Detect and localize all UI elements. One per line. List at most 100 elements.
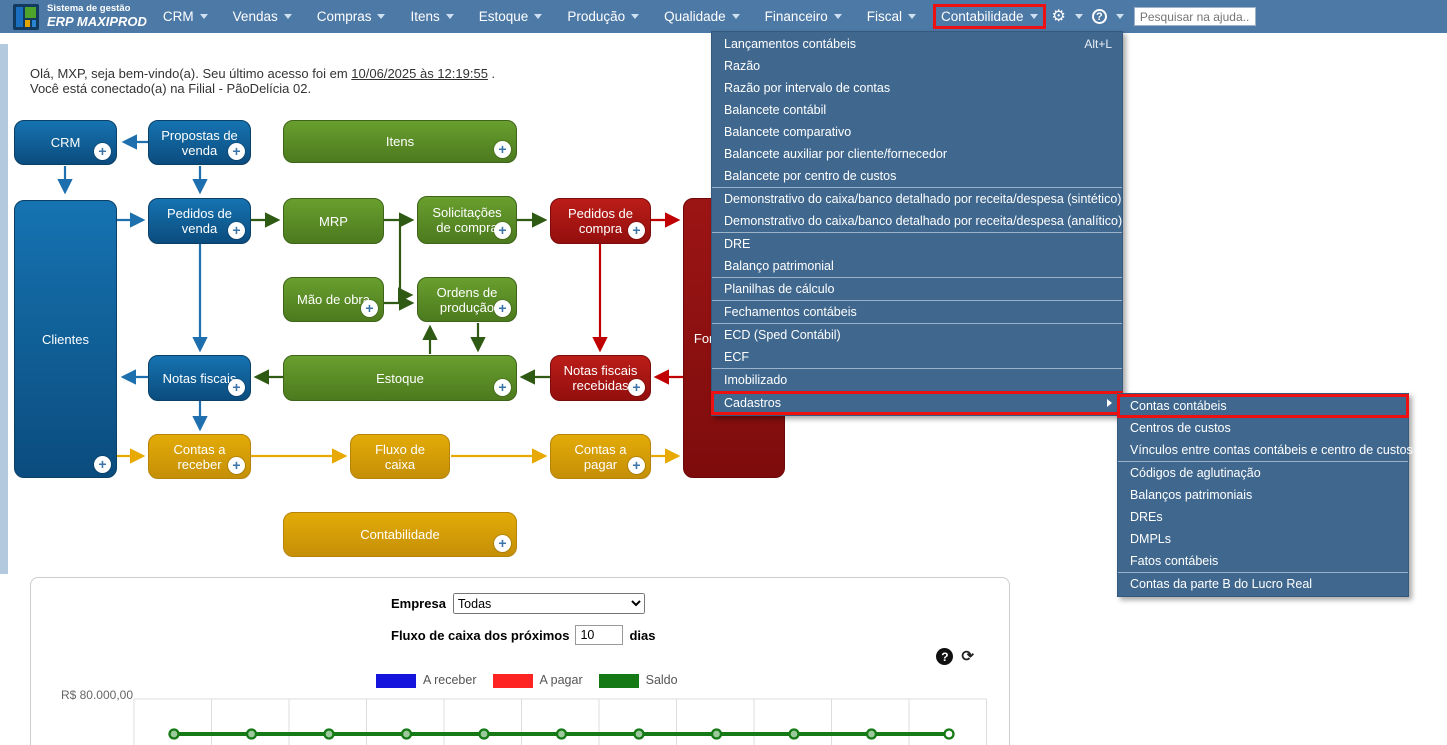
help-chevron-down-icon[interactable] bbox=[1115, 14, 1124, 19]
add-icon[interactable]: + bbox=[228, 457, 245, 474]
diagram-node-pedidos-venda[interactable]: Pedidos de venda+ bbox=[148, 198, 251, 244]
add-icon[interactable]: + bbox=[494, 222, 511, 239]
diagram-node-mrp[interactable]: MRP bbox=[283, 198, 384, 244]
add-icon[interactable]: + bbox=[228, 143, 245, 160]
diagram-node-crm[interactable]: CRM+ bbox=[14, 120, 117, 165]
diagram-node-clientes[interactable]: Clientes+ bbox=[14, 200, 117, 478]
last-access-link[interactable]: 10/06/2025 às 12:19:55 bbox=[351, 66, 488, 81]
menu-vendas[interactable]: Vendas bbox=[233, 9, 292, 24]
help-search-input[interactable] bbox=[1133, 7, 1256, 26]
diagram-node-notas-fiscais[interactable]: Notas fiscais+ bbox=[148, 355, 251, 401]
menu-producao[interactable]: Produção bbox=[567, 9, 640, 24]
menu-item-balancete-contabil[interactable]: Balancete contábil bbox=[724, 103, 827, 117]
add-icon[interactable]: + bbox=[228, 222, 245, 239]
diagram-node-contas-pagar[interactable]: Contas a pagar+ bbox=[550, 434, 651, 479]
menu-qualidade[interactable]: Qualidade bbox=[664, 9, 740, 24]
diagram-node-propostas-venda[interactable]: Propostas de venda+ bbox=[148, 120, 251, 165]
menu-item-imobilizado[interactable]: Imobilizado bbox=[724, 373, 788, 387]
menu-item-razao[interactable]: Razão bbox=[724, 59, 761, 73]
chevron-down-icon bbox=[833, 14, 842, 19]
menu-item-ecd-sped-contabil-[interactable]: ECD (Sped Contábil) bbox=[724, 328, 841, 342]
menu-separator bbox=[1118, 461, 1408, 462]
menu-item-vinculos-entre-contas-contabeis-e-centro[interactable]: Vínculos entre contas contábeis e centro… bbox=[1130, 443, 1413, 457]
menu-item-fatos-contabeis[interactable]: Fatos contábeis bbox=[1130, 554, 1219, 568]
left-decor-strip bbox=[0, 44, 8, 574]
y-axis-tick-label: R$ 80.000,00 bbox=[60, 688, 133, 702]
menu-contabilidade[interactable]: Contabilidade bbox=[932, 4, 1046, 29]
chevron-down-icon bbox=[907, 14, 916, 19]
menu-item-balancos-patrimoniais[interactable]: Balanços patrimoniais bbox=[1130, 488, 1253, 502]
add-icon[interactable]: + bbox=[628, 222, 645, 239]
diagram-node-notas-fiscais-recebidas[interactable]: Notas fiscais recebidas+ bbox=[550, 355, 651, 401]
chevron-down-icon bbox=[283, 14, 292, 19]
fluxo-dias-input[interactable] bbox=[575, 625, 624, 645]
diagram-node-pedidos-compra[interactable]: Pedidos de compra+ bbox=[550, 198, 651, 244]
diagram-node-solicitacoes-compra[interactable]: Solicitações de compra+ bbox=[417, 196, 517, 244]
menu-financeiro[interactable]: Financeiro bbox=[765, 9, 842, 24]
logo-title: ERP MAXIPROD bbox=[47, 13, 147, 29]
top-navigation-bar: Sistema de gestão ERP MAXIPROD CRM Vendas… bbox=[0, 0, 1447, 33]
add-icon[interactable]: + bbox=[361, 300, 378, 317]
empresa-label: Empresa bbox=[391, 596, 446, 611]
add-icon[interactable]: + bbox=[494, 141, 511, 158]
empresa-select[interactable]: Todas bbox=[452, 593, 645, 614]
menu-separator bbox=[712, 232, 1122, 233]
menu-item-balanco-patrimonial[interactable]: Balanço patrimonial bbox=[724, 259, 834, 273]
add-icon[interactable]: + bbox=[94, 456, 111, 473]
add-icon[interactable]: + bbox=[494, 379, 511, 396]
menu-item-demonstrativo-do-caixa-banco-detalhado-p[interactable]: Demonstrativo do caixa/banco detalhado p… bbox=[724, 214, 1123, 228]
menu-compras[interactable]: Compras bbox=[317, 9, 386, 24]
app-logo[interactable]: Sistema de gestão ERP MAXIPROD bbox=[13, 3, 147, 30]
menu-item-contas-da-parte-b-do-lucro-real[interactable]: Contas da parte B do Lucro Real bbox=[1130, 577, 1313, 591]
chart-refresh-icon[interactable]: ⟳ bbox=[961, 648, 974, 665]
add-icon[interactable]: + bbox=[628, 379, 645, 396]
legend-swatch bbox=[376, 673, 416, 688]
gear-icon[interactable]: ⚙ bbox=[1051, 7, 1066, 25]
fluxo-label: Fluxo de caixa dos próximos bbox=[391, 627, 570, 643]
add-icon[interactable]: + bbox=[628, 457, 645, 474]
menu-item-centros-de-custos[interactable]: Centros de custos bbox=[1130, 421, 1231, 435]
cash-flow-chart bbox=[133, 698, 987, 745]
menu-item-fechamentos-contabeis[interactable]: Fechamentos contábeis bbox=[724, 305, 857, 319]
gear-chevron-down-icon[interactable] bbox=[1074, 14, 1083, 19]
menu-item-planilhas-de-calculo[interactable]: Planilhas de cálculo bbox=[724, 282, 835, 296]
menu-crm[interactable]: CRM bbox=[163, 9, 208, 24]
diagram-node-ordens-producao[interactable]: Ordens de produção+ bbox=[417, 277, 517, 322]
menu-itens[interactable]: Itens bbox=[410, 9, 454, 24]
menu-separator bbox=[712, 368, 1122, 369]
add-icon[interactable]: + bbox=[494, 535, 511, 552]
menu-item-contas-contabeis[interactable]: Contas contábeis bbox=[1117, 394, 1409, 418]
diagram-node-estoque[interactable]: Estoque+ bbox=[283, 355, 517, 401]
menu-fiscal[interactable]: Fiscal bbox=[867, 9, 916, 24]
menu-separator bbox=[712, 187, 1122, 188]
add-icon[interactable]: + bbox=[228, 379, 245, 396]
menu-item-ecf[interactable]: ECF bbox=[724, 350, 749, 364]
chart-help-icon[interactable]: ? bbox=[936, 648, 954, 665]
menu-separator bbox=[712, 300, 1122, 301]
diagram-node-contabilidade[interactable]: Contabilidade+ bbox=[283, 512, 517, 557]
welcome-line1: Olá, MXP, seja bem-vindo(a). Seu último … bbox=[30, 66, 352, 81]
diagram-node-mao-de-obra[interactable]: Mão de obra+ bbox=[283, 277, 384, 322]
diagram-node-itens[interactable]: Itens+ bbox=[283, 120, 517, 163]
menu-separator bbox=[712, 323, 1122, 324]
menu-item-dre[interactable]: DRE bbox=[724, 237, 751, 251]
diagram-node-contas-receber[interactable]: Contas a receber+ bbox=[148, 434, 251, 479]
menu-estoque[interactable]: Estoque bbox=[479, 9, 543, 24]
menu-item-balancete-por-centro-de-custos[interactable]: Balancete por centro de custos bbox=[724, 169, 897, 183]
menu-item-demonstrativo-do-caixa-banco-detalhado-p[interactable]: Demonstrativo do caixa/banco detalhado p… bbox=[724, 192, 1122, 206]
legend-swatch bbox=[492, 673, 533, 688]
menu-item-codigos-de-aglutinacao[interactable]: Códigos de aglutinação bbox=[1130, 466, 1261, 480]
menu-item-balancete-comparativo[interactable]: Balancete comparativo bbox=[724, 125, 852, 139]
add-icon[interactable]: + bbox=[494, 300, 511, 317]
menu-item-dmpls[interactable]: DMPLs bbox=[1130, 532, 1171, 546]
menu-item-dres[interactable]: DREs bbox=[1130, 510, 1163, 524]
menu-item-razao-por-intervalo-de-contas[interactable]: Razão por intervalo de contas bbox=[724, 81, 891, 95]
add-icon[interactable]: + bbox=[94, 143, 111, 160]
menu-item-cadastros[interactable]: Cadastros bbox=[711, 391, 1123, 415]
menu-item-balancete-auxiliar-por-cliente-fornecedo[interactable]: Balancete auxiliar por cliente/fornecedo… bbox=[724, 147, 948, 161]
diagram-node-fluxo-caixa[interactable]: Fluxo de caixa bbox=[350, 434, 450, 479]
help-icon[interactable]: ? bbox=[1091, 9, 1107, 24]
logo-subtitle: Sistema de gestão bbox=[47, 3, 131, 15]
